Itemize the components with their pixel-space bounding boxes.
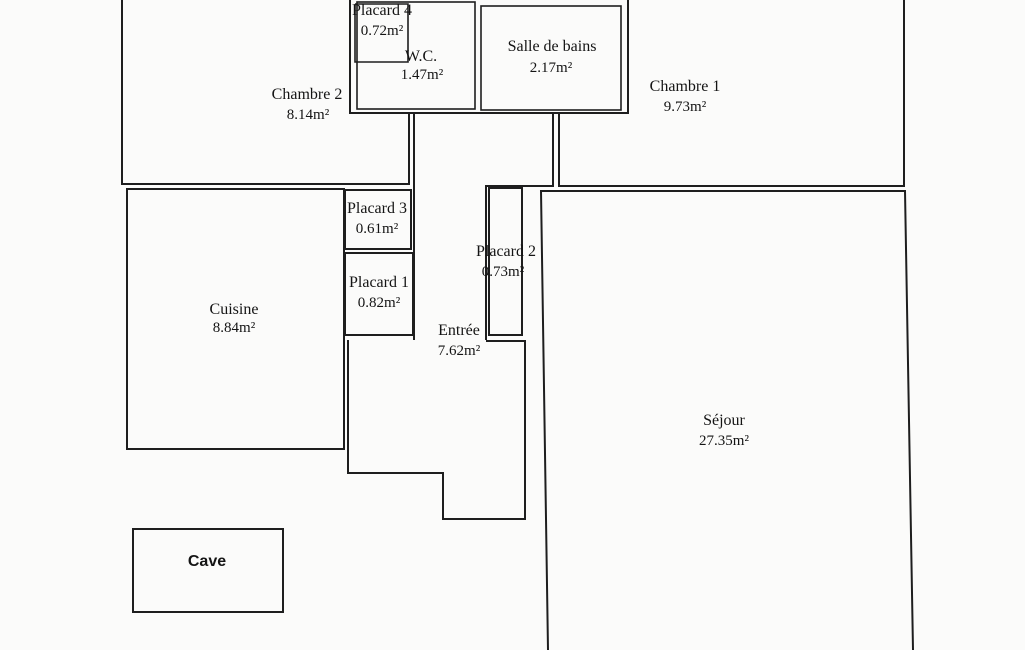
wc-label: W.C. [405, 48, 437, 65]
chambre-1-area: 9.73m² [664, 99, 707, 115]
sejour-area: 27.35m² [699, 433, 749, 449]
placard-3-walls [344, 189, 412, 250]
chambre-2-area: 8.14m² [287, 107, 330, 123]
chambre-1-label: Chambre 1 [650, 78, 721, 95]
chambre-2-label: Chambre 2 [272, 86, 343, 103]
sejour-label: Séjour [703, 412, 745, 429]
wc-walls [356, 1, 476, 110]
placard-4-walls [354, 3, 409, 63]
placard-3-area: 0.61m² [356, 221, 399, 237]
placard-1-walls [344, 252, 414, 336]
cave-walls [132, 528, 284, 613]
placard-1-label: Placard 1 [349, 274, 409, 291]
sanitary-block-walls [349, 0, 629, 114]
wc-area: 1.47m² [401, 67, 444, 83]
cave-label: Cave [188, 553, 226, 570]
entree-area: 7.62m² [438, 343, 481, 359]
cuisine-area: 8.84m² [213, 320, 256, 336]
salle-de-bains-area: 2.17m² [530, 60, 573, 76]
placard-2-walls [488, 187, 523, 336]
placard-4-label: Placard 4 [352, 2, 412, 19]
salle-de-bains-label: Salle de bains [508, 38, 597, 55]
placard-2-label: Placard 2 [476, 243, 536, 260]
corridor-right-wall [485, 113, 554, 340]
sejour-walls [539, 190, 914, 650]
cuisine-label: Cuisine [210, 301, 259, 318]
entree-label: Entrée [438, 322, 480, 339]
placard-3-label: Placard 3 [347, 200, 407, 217]
chambre-1-walls [558, 0, 905, 187]
placard-4-area: 0.72m² [361, 23, 404, 39]
entree-walls [347, 340, 526, 520]
placard-2-area: 0.73m² [482, 264, 525, 280]
placard-1-area: 0.82m² [358, 295, 401, 311]
cuisine-walls [126, 188, 345, 450]
salle-de-bains-walls [480, 5, 622, 111]
